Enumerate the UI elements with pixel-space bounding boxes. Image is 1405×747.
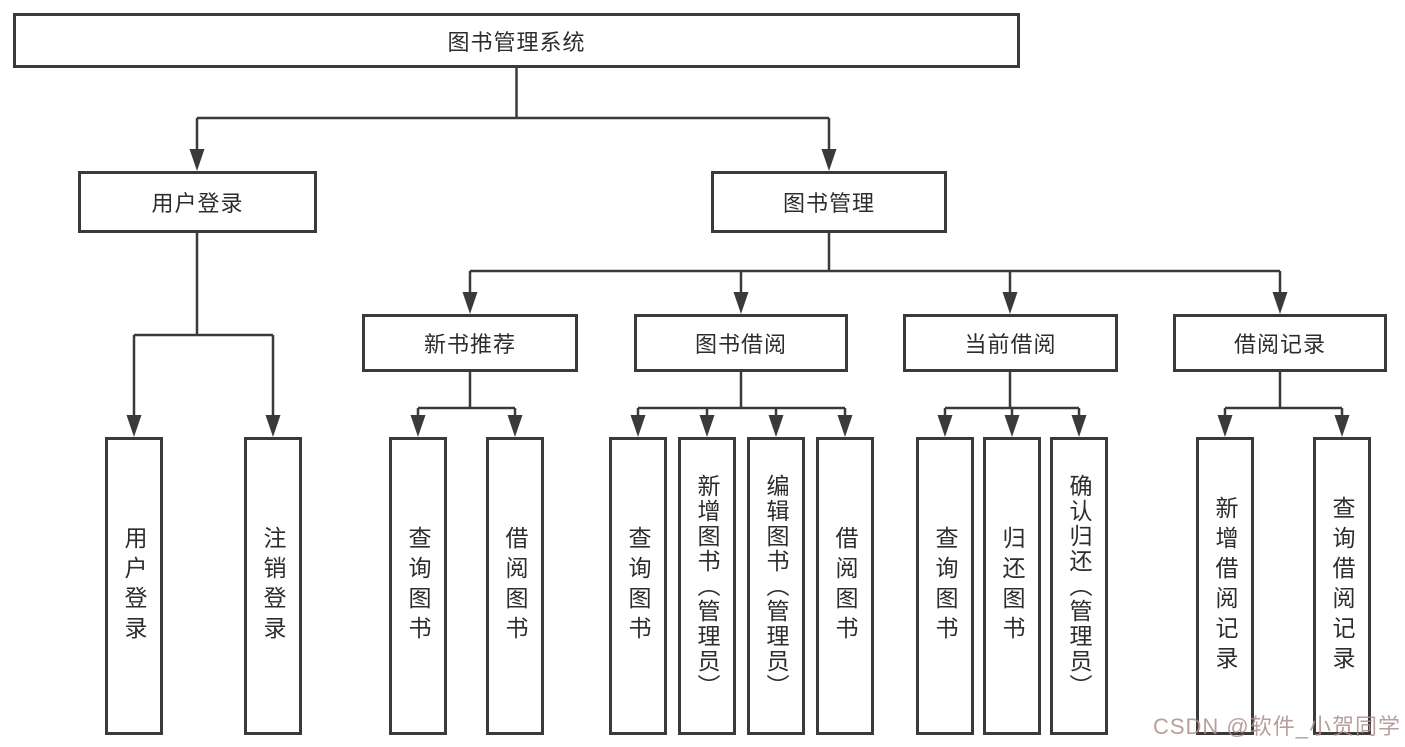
- leaf-label: 编辑图书（管理员）: [763, 473, 789, 699]
- leaf-query-books: 查询图书: [389, 437, 447, 735]
- leaf-query-borrow-record: 查询借阅记录: [1313, 437, 1371, 735]
- arrowhead-icon: [507, 415, 523, 437]
- edge-borrow-to-leaves: [636, 372, 847, 416]
- leaf-borrow-books: 借阅图书: [816, 437, 874, 735]
- arrowhead-icon: [126, 415, 142, 437]
- edge-bookmgmt-to-level3: [468, 233, 1282, 293]
- leaf-query-books: 查询图书: [609, 437, 667, 735]
- arrowhead-icon: [837, 415, 853, 437]
- node-book-borrowing: 图书借阅: [634, 314, 848, 372]
- node-new-book-recommend: 新书推荐: [362, 314, 578, 372]
- node-current-borrowing: 当前借阅: [903, 314, 1118, 372]
- leaf-label: 借阅图书: [832, 526, 858, 646]
- leaf-label: 注销登录: [260, 526, 286, 646]
- arrowhead-icon: [733, 292, 749, 314]
- arrowhead-icon: [1334, 415, 1350, 437]
- edge-root-to-level2: [195, 68, 831, 150]
- arrowhead-icon: [937, 415, 953, 437]
- edge-newbook-to-leaves: [416, 372, 517, 416]
- node-user-login: 用户登录: [78, 171, 317, 233]
- leaf-borrow-books: 借阅图书: [486, 437, 544, 735]
- leaf-label: 用户登录: [121, 526, 147, 646]
- leaf-label: 归还图书: [999, 526, 1025, 646]
- leaf-label: 新增图书（管理员）: [694, 473, 720, 699]
- arrowhead-icon: [410, 415, 426, 437]
- arrowhead-icon: [1217, 415, 1233, 437]
- leaf-label: 查询图书: [932, 526, 958, 646]
- leaf-add-books-admin: 新增图书（管理员）: [678, 437, 736, 735]
- leaf-user-login: 用户登录: [105, 437, 163, 735]
- node-root: 图书管理系统: [13, 13, 1020, 68]
- arrowhead-icon: [462, 292, 478, 314]
- arrowhead-icon: [1071, 415, 1087, 437]
- arrowhead-icon: [1004, 415, 1020, 437]
- arrowhead-icon: [630, 415, 646, 437]
- leaf-confirm-return-admin: 确认归还（管理员）: [1050, 437, 1108, 735]
- edge-login-to-leaves: [132, 233, 275, 416]
- leaf-label: 确认归还（管理员）: [1066, 473, 1092, 699]
- arrowhead-icon: [699, 415, 715, 437]
- leaf-edit-books-admin: 编辑图书（管理员）: [747, 437, 805, 735]
- arrowhead-icon: [768, 415, 784, 437]
- arrowheads: [126, 149, 1350, 437]
- leaf-logout: 注销登录: [244, 437, 302, 735]
- arrowhead-icon: [1272, 292, 1288, 314]
- leaf-label: 借阅图书: [502, 526, 528, 646]
- edge-records-to-leaves: [1223, 372, 1344, 416]
- leaf-query-books: 查询图书: [916, 437, 974, 735]
- leaf-label: 查询图书: [625, 526, 651, 646]
- leaf-add-borrow-record: 新增借阅记录: [1196, 437, 1254, 735]
- arrowhead-icon: [1002, 292, 1018, 314]
- arrowhead-icon: [821, 149, 837, 171]
- leaf-label: 查询图书: [405, 526, 431, 646]
- csdn-watermark: CSDN @软件_小贺同学: [1152, 714, 1401, 739]
- arrowhead-icon: [189, 149, 205, 171]
- leaf-label: 新增借阅记录: [1212, 496, 1238, 676]
- edge-current-to-leaves: [943, 372, 1081, 416]
- leaf-label: 查询借阅记录: [1329, 496, 1355, 676]
- node-borrowing-records: 借阅记录: [1173, 314, 1387, 372]
- leaf-return-books: 归还图书: [983, 437, 1041, 735]
- arrowhead-icon: [265, 415, 281, 437]
- node-book-management: 图书管理: [711, 171, 947, 233]
